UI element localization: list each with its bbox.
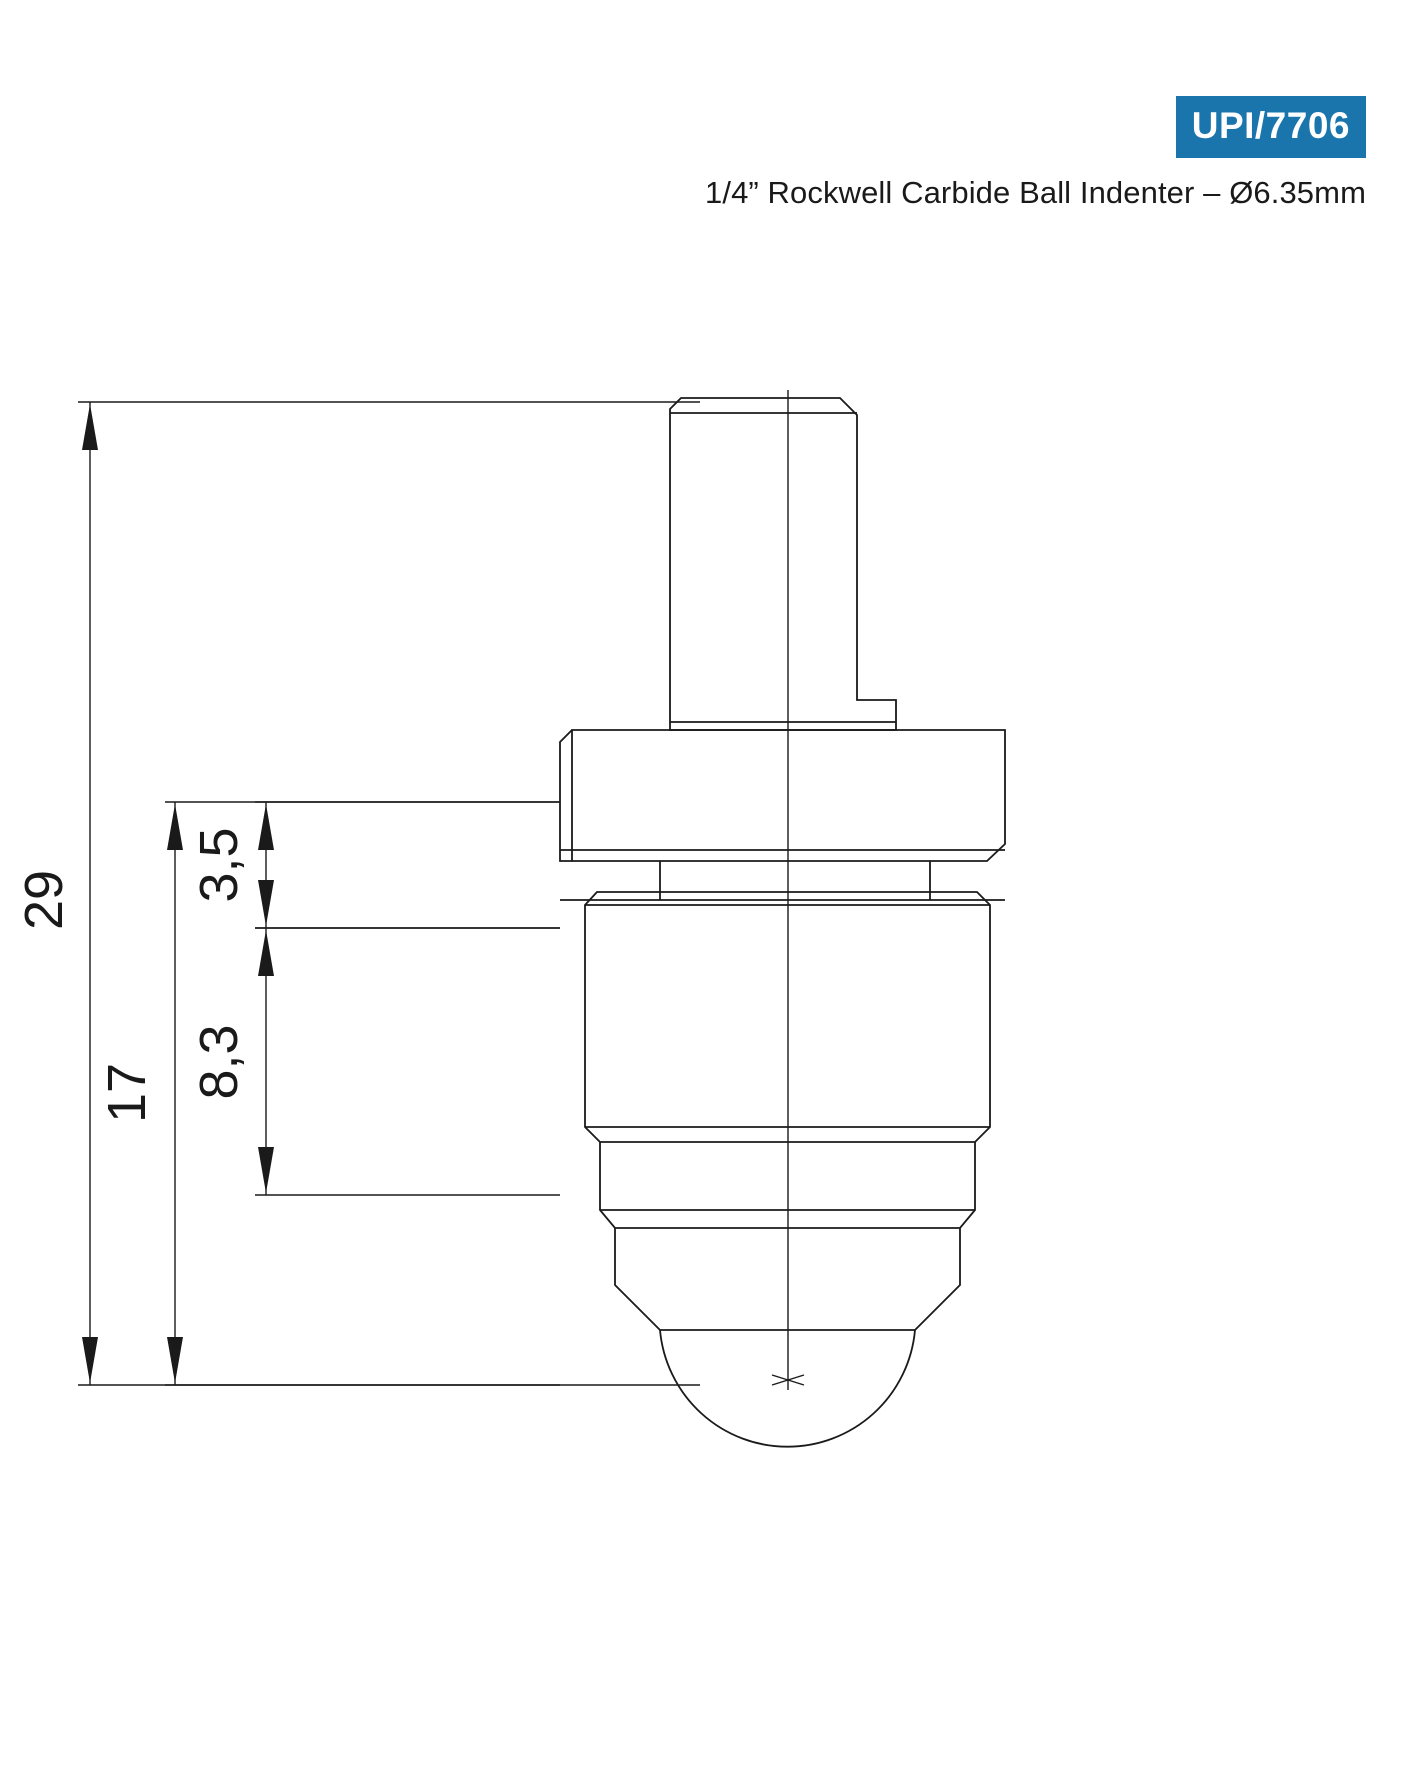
page-header: UPI/7706 1/4” Rockwell Carbide Ball Inde… bbox=[0, 0, 1424, 211]
part-geometry bbox=[559, 397, 1006, 1448]
dim-83-arrow-top bbox=[258, 930, 274, 976]
neck-outline bbox=[659, 861, 931, 900]
dim-17-label: 17 bbox=[97, 1063, 157, 1123]
dim-83-label: 8,3 bbox=[189, 1024, 249, 1099]
flange-left-chamfer bbox=[559, 729, 573, 862]
part-title: 1/4” Rockwell Carbide Ball Indenter – Ø6… bbox=[705, 175, 1366, 210]
ball-tip-outline bbox=[659, 1329, 916, 1448]
dimension-3-5: 3,5 bbox=[189, 801, 560, 929]
dimension-8-3: 8,3 bbox=[189, 927, 560, 1196]
dim-29-arrow-bottom bbox=[82, 1337, 98, 1383]
dim-29-arrow-top bbox=[82, 404, 98, 450]
flange-outline bbox=[571, 729, 1006, 862]
badge-row: UPI/7706 bbox=[0, 96, 1424, 158]
dim-83-arrow-bottom bbox=[258, 1147, 274, 1193]
dim-17-arrow-bottom bbox=[167, 1337, 183, 1383]
dim-35-label: 3,5 bbox=[189, 827, 249, 902]
dim-17-arrow-top bbox=[167, 804, 183, 850]
technical-drawing: 29 17 3,5 8,3 bbox=[0, 330, 1424, 1450]
subtitle-row: 1/4” Rockwell Carbide Ball Indenter – Ø6… bbox=[0, 175, 1424, 211]
center-line-group bbox=[771, 390, 805, 1390]
tip-tick-right bbox=[771, 1374, 805, 1386]
upper-shank-outline bbox=[669, 397, 897, 731]
part-code-badge: UPI/7706 bbox=[1175, 96, 1366, 158]
dimension-17: 17 bbox=[97, 801, 560, 1386]
dimension-29: 29 bbox=[14, 401, 700, 1386]
dim-35-arrow-bottom bbox=[258, 880, 274, 926]
dim-35-arrow-top bbox=[258, 804, 274, 850]
dim-29-label: 29 bbox=[14, 870, 74, 930]
drawing-svg: 29 17 3,5 8,3 bbox=[14, 390, 1006, 1448]
